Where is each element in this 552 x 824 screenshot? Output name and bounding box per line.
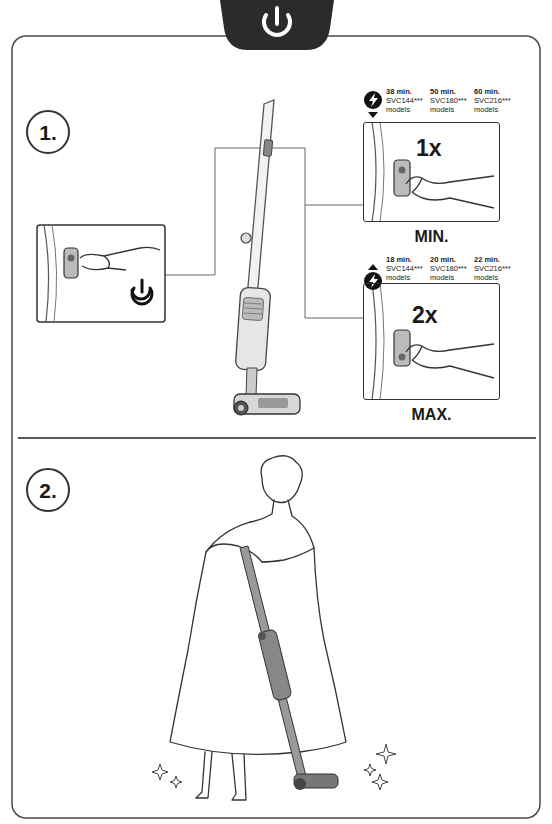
model-label: SVC144*** [386, 265, 423, 273]
runtime-label: 22 min. [474, 256, 500, 264]
step-circle: 2. [26, 468, 70, 512]
inset-panel: 1xMIN. [363, 122, 500, 222]
runtime-label: 50 min. [430, 88, 456, 96]
model-label: models [430, 274, 454, 282]
step-number: 2. [39, 480, 57, 501]
model-label: models [386, 106, 410, 114]
left-inset-illustration [37, 225, 165, 322]
power-tab [220, 0, 334, 50]
woman-silhouette [170, 456, 346, 800]
stick-vacuum [234, 100, 300, 415]
outer-panel [12, 36, 540, 818]
runtime-label: 60 min. [474, 88, 500, 96]
model-label: SVC144*** [386, 97, 423, 105]
vacuum-in-use [240, 546, 338, 790]
press-count: 1x [416, 137, 442, 160]
model-label: models [474, 274, 498, 282]
runtime-label: 18 min. [386, 256, 412, 264]
model-label: models [474, 106, 498, 114]
sparkles [152, 744, 396, 790]
model-label: SVC180*** [430, 97, 467, 105]
model-label: SVC216*** [474, 97, 511, 105]
mode-caption: MIN. [415, 229, 449, 245]
press-count: 2x [412, 304, 438, 327]
runtime-label: 38 min. [386, 88, 412, 96]
mode-caption: MAX. [412, 407, 452, 423]
model-label: models [386, 274, 410, 282]
step-number: 1. [39, 122, 57, 143]
step-circle: 1. [26, 110, 70, 154]
runtime-label: 20 min. [430, 256, 456, 264]
inset-panel: 2xMAX. [363, 283, 500, 400]
model-label: SVC180*** [430, 265, 467, 273]
model-label: models [430, 106, 454, 114]
model-label: SVC216*** [474, 265, 511, 273]
max-inset-illustration [364, 264, 494, 400]
